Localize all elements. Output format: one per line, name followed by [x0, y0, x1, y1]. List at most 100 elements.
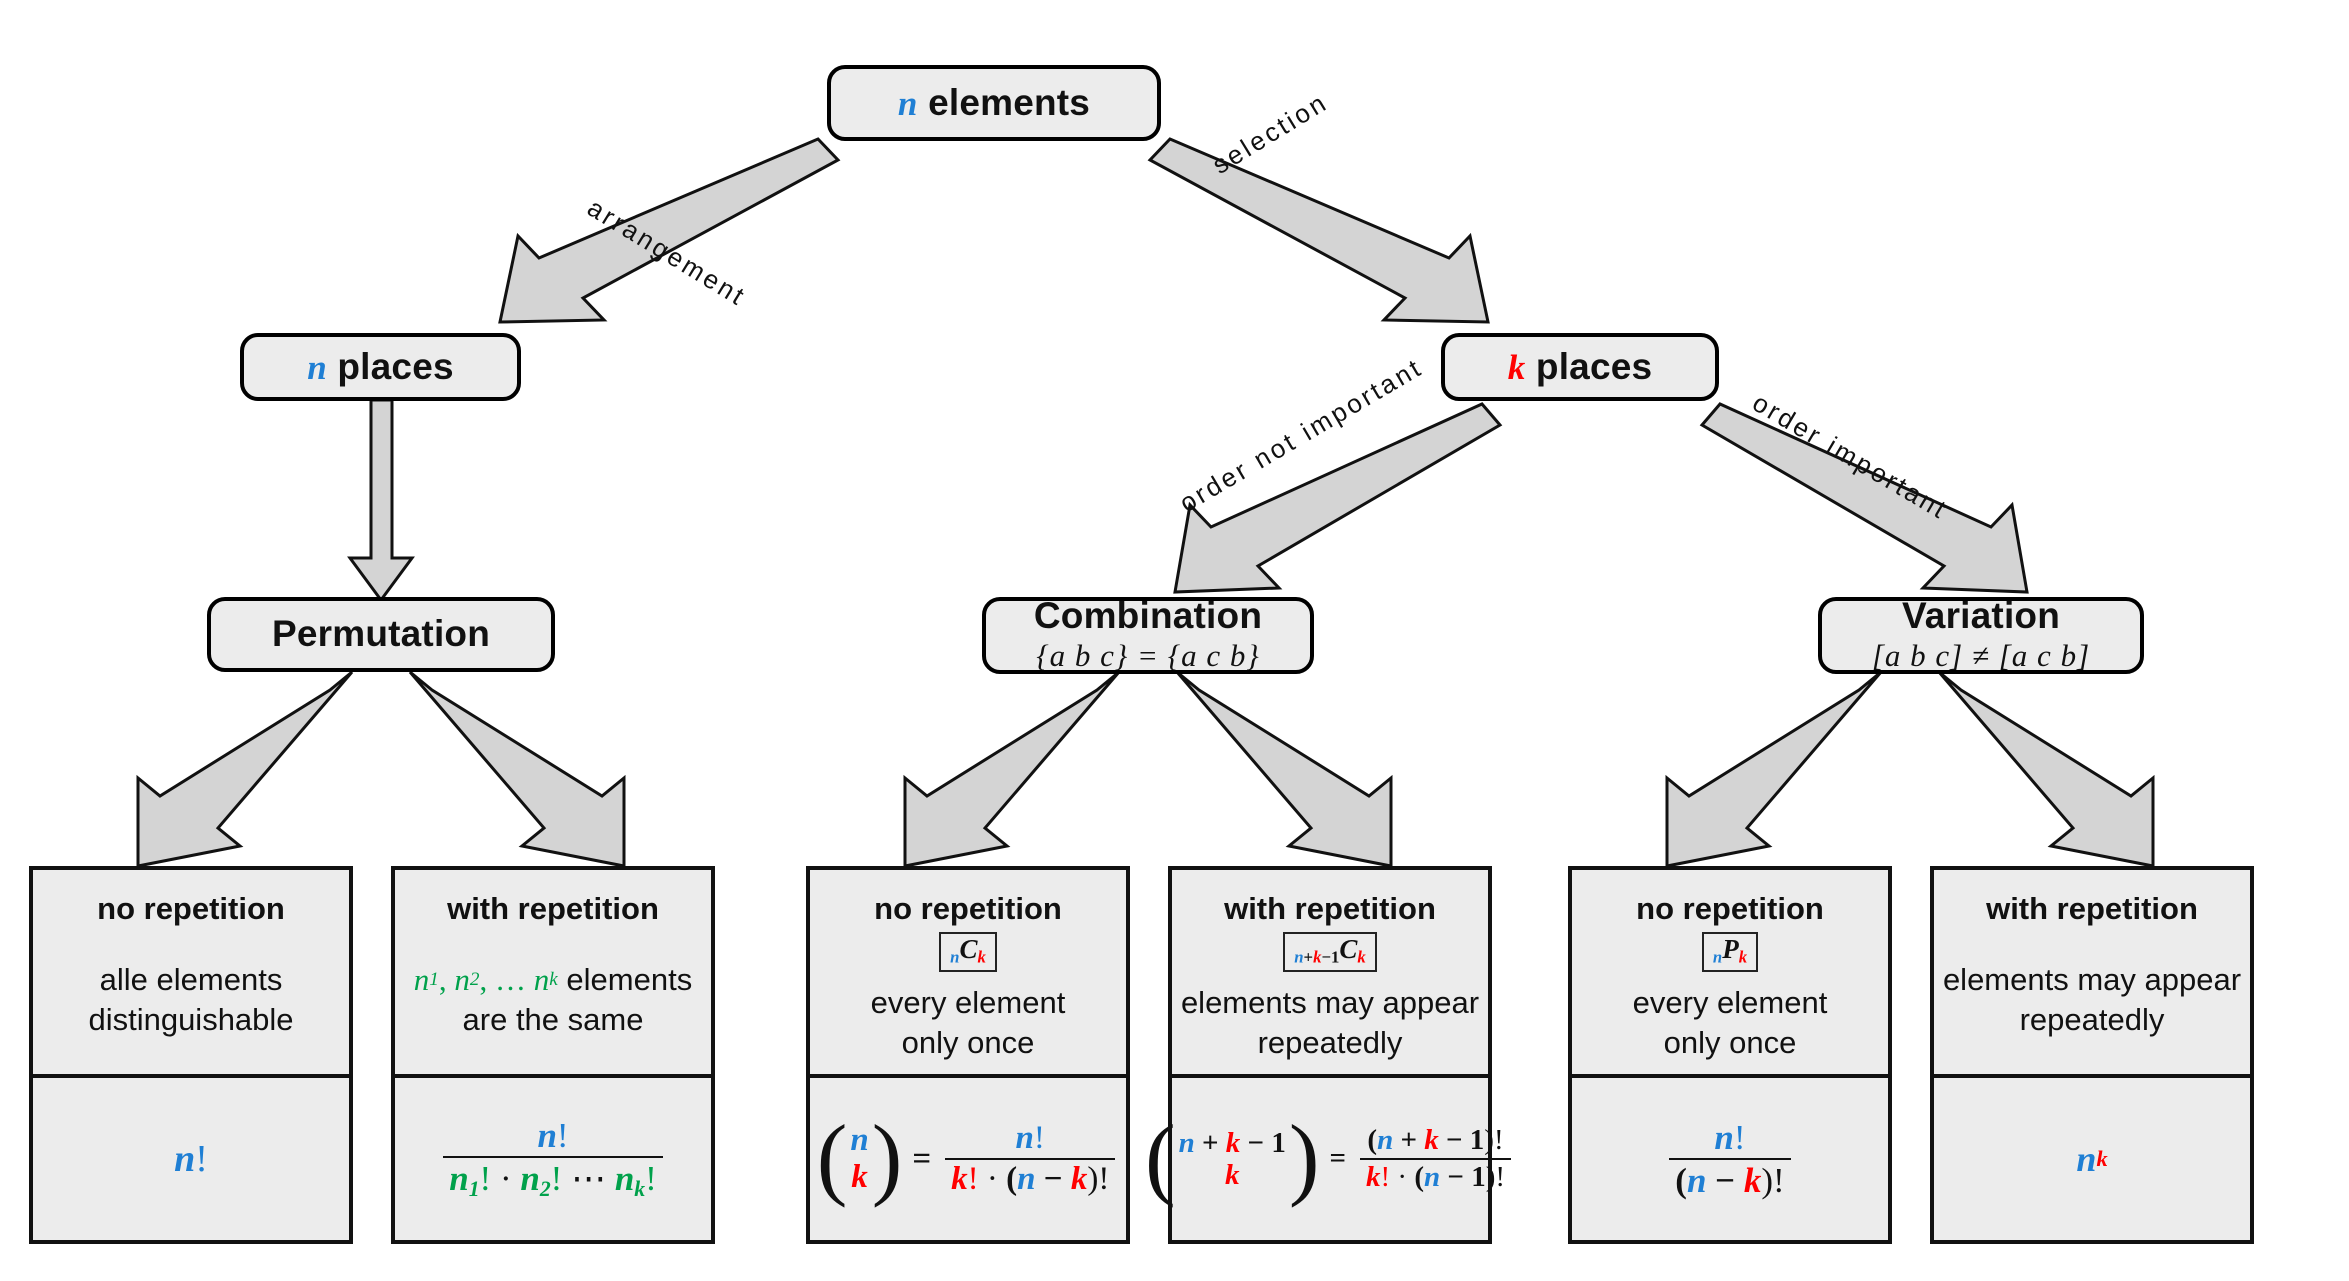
card-description-line: repeatedly — [1257, 1025, 1403, 1061]
paren-left: ( — [1144, 1105, 1176, 1208]
arrow-order-important — [1699, 402, 2029, 594]
card-description-line: repeatedly — [2019, 1002, 2165, 1038]
card-combination-with-repetition[interactable]: with repetition n+k−1Ck elements may app… — [1145, 866, 1512, 1244]
card-description: alle elements distinguishable — [33, 960, 349, 1039]
node-n-elements[interactable]: n elements — [827, 65, 1161, 141]
node-n-elements-label: elements — [928, 81, 1091, 123]
arrow-selection — [1147, 137, 1490, 324]
card-upper: no repetition nPk every element only onc… — [1572, 870, 1888, 1074]
card-header: no repetition — [97, 891, 285, 926]
numerator: n! — [537, 1115, 569, 1155]
node-combination[interactable]: Combination {a b c} = {a c b} — [982, 594, 1314, 674]
binomial-coefficient: ( n k ) — [816, 1105, 903, 1208]
card-description-line: every element — [1632, 985, 1828, 1021]
card-notation-nPk: nPk — [1701, 932, 1759, 973]
card-header: with repetition — [447, 891, 659, 926]
node-n-places[interactable]: n places — [240, 333, 521, 401]
card-formula: ( n k ) = n! k! · (n − k)! — [810, 1074, 1126, 1240]
node-permutation[interactable]: Permutation — [207, 597, 555, 672]
card-formula: ( n + k − 1 k ) = (n + k − 1)! k! · (n −… — [1145, 1074, 1512, 1240]
node-k-places[interactable]: k places — [1441, 333, 1719, 401]
numerator: n! — [1714, 1118, 1746, 1157]
equals-sign: = — [912, 1140, 932, 1177]
card-upper: with repetition elements may appear repe… — [1934, 870, 2250, 1074]
node-variation[interactable]: Variation [a b c] ≠ [a c b] — [1818, 594, 2144, 674]
arrow-variation-left — [1665, 670, 1883, 868]
arrow-combination-right — [1175, 670, 1393, 868]
var-n: n — [307, 347, 327, 387]
arrow-arrangement — [498, 137, 841, 324]
card-description-line: distinguishable — [88, 1002, 294, 1038]
var-n: n — [897, 83, 918, 123]
var-n: n — [2076, 1139, 2097, 1179]
node-n-elements-title: n elements — [897, 81, 1091, 123]
node-variation-subtitle: [a b c] ≠ [a c b] — [1871, 638, 2091, 674]
arrow-n-places-to-permutation — [347, 398, 415, 603]
card-notation-nCk: nCk — [939, 932, 997, 973]
edge-label-order-important: order important — [1747, 387, 1954, 526]
card-upper: no repetition alle elements distinguisha… — [33, 870, 349, 1074]
var-k: k — [2096, 1145, 2108, 1171]
card-header: no repetition — [874, 891, 1062, 926]
card-description: every element only once — [1572, 983, 1888, 1062]
arrow-variation-right — [1937, 670, 2155, 868]
card-description-line: elements may appear — [1180, 985, 1480, 1021]
card-header: with repetition — [1986, 891, 2198, 926]
card-description-line: only once — [901, 1025, 1035, 1061]
card-description-line: only once — [1663, 1025, 1797, 1061]
card-upper: with repetition n+k−1Ck elements may app… — [1172, 870, 1488, 1074]
node-k-places-label: places — [1535, 345, 1653, 387]
denominator: k! · (n − 1)! — [1360, 1157, 1512, 1192]
node-combination-subtitle: {a b c} = {a c b} — [1036, 638, 1260, 674]
node-variation-title: Variation — [1901, 594, 2061, 636]
node-k-places-title: k places — [1507, 345, 1653, 387]
var-k: k — [1507, 347, 1526, 387]
card-header: with repetition — [1224, 891, 1436, 926]
card-formula: n! (n − k)! — [1572, 1074, 1888, 1240]
edge-label-arrangement: arrangement — [582, 192, 752, 313]
var-n: n — [174, 1138, 196, 1180]
fraction: (n + k − 1)! k! · (n − 1)! — [1360, 1123, 1512, 1192]
paren-right: ) — [1288, 1105, 1320, 1208]
binomial-coefficient: ( n + k − 1 k ) — [1144, 1105, 1320, 1208]
card-description: every element only once — [810, 983, 1126, 1062]
equals-sign: = — [1329, 1142, 1346, 1175]
card-upper: no repetition nCk every element only onc… — [810, 870, 1126, 1074]
factorial-sign: ! — [195, 1138, 208, 1180]
node-n-places-label: places — [337, 345, 454, 387]
numerator: (n + k − 1)! — [1367, 1123, 1504, 1156]
arrow-permutation-left — [136, 670, 354, 868]
card-description: elements may appear repeatedly — [1934, 960, 2250, 1039]
denominator: n1! · n2! ⋯ nk! — [443, 1155, 663, 1201]
card-formula: n! — [33, 1074, 349, 1240]
card-description-line: are the same — [462, 1002, 644, 1038]
card-permutation-no-repetition[interactable]: no repetition alle elements distinguisha… — [29, 866, 353, 1244]
card-variation-with-repetition[interactable]: with repetition elements may appear repe… — [1930, 866, 2254, 1244]
node-permutation-title: Permutation — [271, 613, 491, 655]
node-combination-title: Combination — [1033, 594, 1263, 636]
paren-left: ( — [816, 1105, 848, 1208]
card-variation-no-repetition[interactable]: no repetition nPk every element only onc… — [1568, 866, 1892, 1244]
card-description-line: every element — [870, 985, 1066, 1021]
paren-right: ) — [871, 1105, 903, 1208]
edge-label-selection: selection — [1206, 86, 1334, 180]
denominator: (n − k)! — [1669, 1158, 1791, 1198]
numerator: n! — [1015, 1120, 1045, 1156]
card-description-word: elements — [566, 962, 693, 998]
card-combination-no-repetition[interactable]: no repetition nCk every element only onc… — [806, 866, 1130, 1244]
card-description: elements may appear repeatedly — [1172, 983, 1488, 1062]
fraction: n! (n − k)! — [1669, 1118, 1791, 1198]
card-description-line: alle elements — [99, 962, 283, 998]
edge-label-order-not-important: order not important — [1174, 351, 1428, 518]
fraction: n! k! · (n − k)! — [945, 1120, 1116, 1196]
denominator: k! · (n − k)! — [945, 1158, 1116, 1196]
card-description-line: elements may appear — [1942, 962, 2242, 998]
arrow-permutation-right — [408, 670, 626, 868]
